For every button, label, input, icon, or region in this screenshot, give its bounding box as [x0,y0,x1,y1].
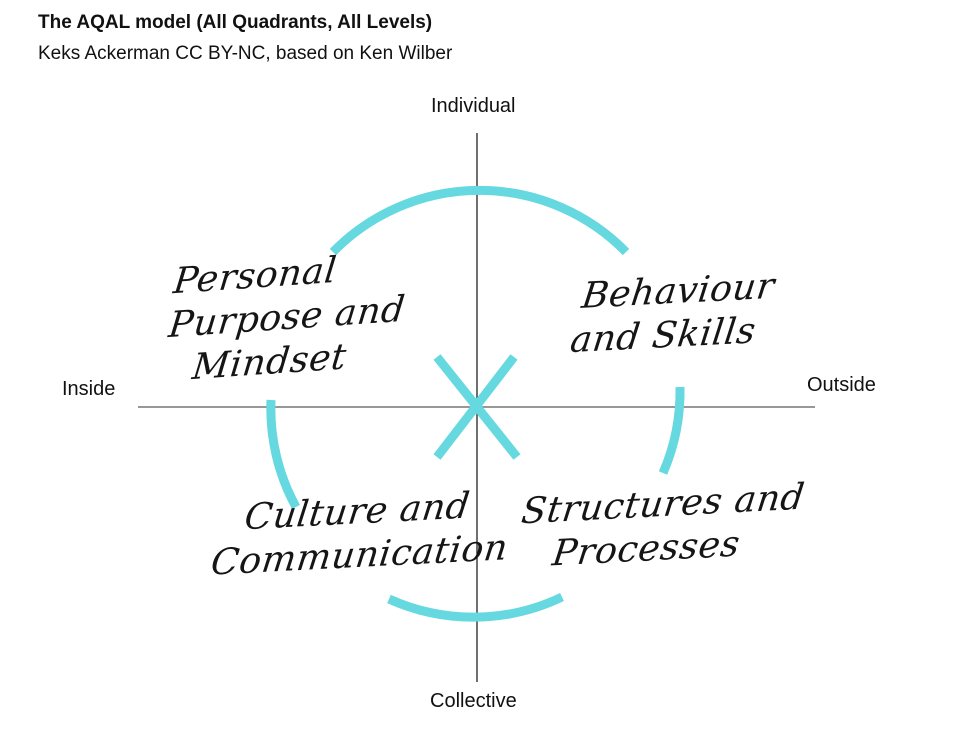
quadrant-structures-processes: Structures and Processes [513,476,807,579]
diagram-title: The AQAL model (All Quadrants, All Level… [38,12,433,33]
arc-top [329,185,630,256]
arc-left [266,399,300,510]
cross-stroke-2 [433,354,518,460]
center-cross [433,354,521,460]
circle-arcs [266,185,685,622]
arc-right [658,386,685,475]
quadrant-personal-purpose-mindset: Personal Purpose and Mindset [162,244,412,392]
diagram-subtitle: Keks Ackerman CC BY-NC, based on Ken Wil… [38,43,453,64]
axis-label-individual: Individual [431,95,516,117]
axis-label-collective: Collective [430,690,517,712]
axis-label-outside: Outside [807,374,876,396]
quadrant-culture-communication: Culture and Communication [208,482,516,585]
quadrant-behaviour-skills: Behaviour and Skills [568,265,777,363]
axis-label-inside: Inside [62,378,116,400]
arc-bottom [387,592,564,622]
